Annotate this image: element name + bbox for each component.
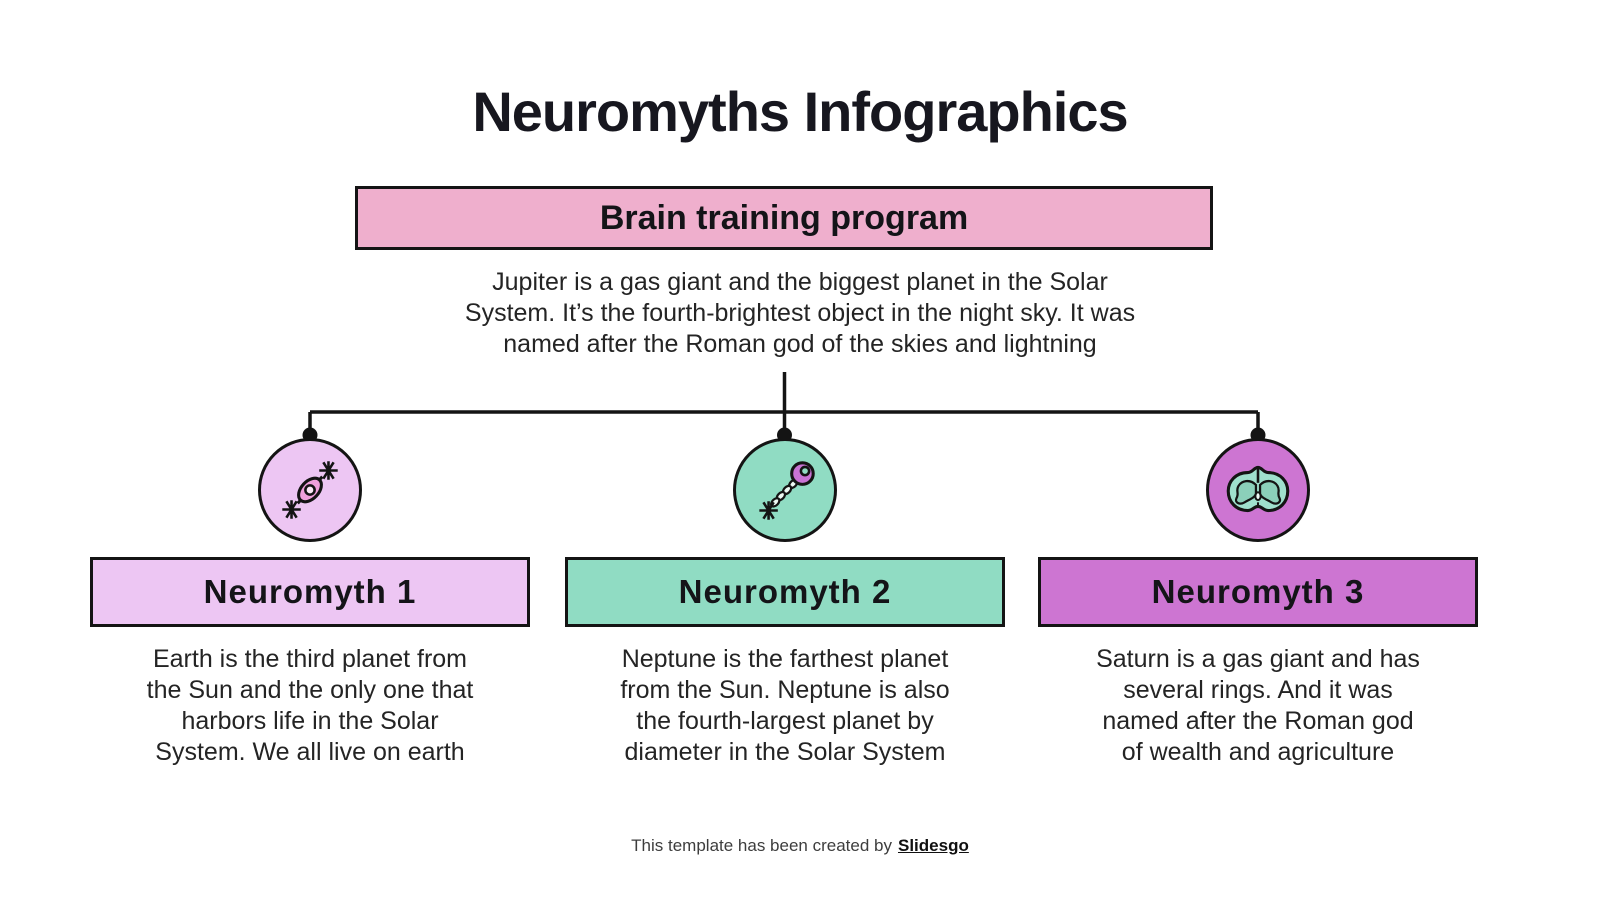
description-line: Saturn is a gas giant and has	[1096, 645, 1420, 673]
description-line: of wealth and agriculture	[1121, 738, 1395, 766]
page-title: Neuromyths Infographics	[472, 80, 1128, 143]
brain-cross-section-icon	[1226, 465, 1290, 513]
root-node-box: Brain training program	[355, 186, 1213, 250]
description-line: the fourth-largest planet by	[636, 707, 934, 735]
description-line: Jupiter is a gas giant and the biggest p…	[492, 268, 1108, 296]
connector-drops	[308, 412, 1260, 430]
neuron-icon	[282, 461, 338, 519]
branch-description-2: Neptune is the farthest planet from the …	[565, 644, 1005, 768]
description-line: several rings. And it was	[1123, 676, 1393, 704]
description-line: the Sun and the only one that	[146, 676, 474, 704]
root-node-label: Brain training program	[599, 198, 969, 237]
myelinated-neuron-icon	[759, 461, 815, 520]
description-line: harbors life in the Solar	[181, 707, 439, 735]
branch-circle-2	[733, 438, 837, 542]
slidesgo-link[interactable]: Slidesgo	[897, 836, 969, 855]
description-line: System. We all live on earth	[155, 738, 465, 766]
branch-label-box-3: Neuromyth 3	[1038, 557, 1478, 627]
description-line: diameter in the Solar System	[624, 738, 946, 766]
footer-text: This template has been created by	[631, 836, 892, 855]
root-description: Jupiter is a gas giant and the biggest p…	[0, 267, 1600, 360]
description-line: from the Sun. Neptune is also	[620, 676, 950, 704]
branch-label: Neuromyth 3	[1151, 573, 1365, 610]
description-line: named after the Roman god of the skies a…	[503, 330, 1097, 358]
branch-description-3: Saturn is a gas giant and has several ri…	[1038, 644, 1478, 768]
description-line: Neptune is the farthest planet	[621, 645, 949, 673]
branch-label-box-2: Neuromyth 2	[565, 557, 1005, 627]
branch-label-box-1: Neuromyth 1	[90, 557, 530, 627]
branch-label: Neuromyth 1	[203, 573, 417, 610]
branch-circle-1	[258, 438, 362, 542]
branch-circle-3	[1206, 438, 1310, 542]
description-line: Earth is the third planet from	[152, 645, 468, 673]
tree-connector	[302, 372, 1266, 443]
description-line: System. It’s the fourth-brightest object…	[464, 299, 1136, 327]
footer-credit: This template has been created by Slidesg…	[0, 836, 1600, 856]
branch-description-1: Earth is the third planet from the Sun a…	[90, 644, 530, 768]
branch-label: Neuromyth 2	[678, 573, 892, 610]
description-line: named after the Roman god	[1102, 707, 1414, 735]
